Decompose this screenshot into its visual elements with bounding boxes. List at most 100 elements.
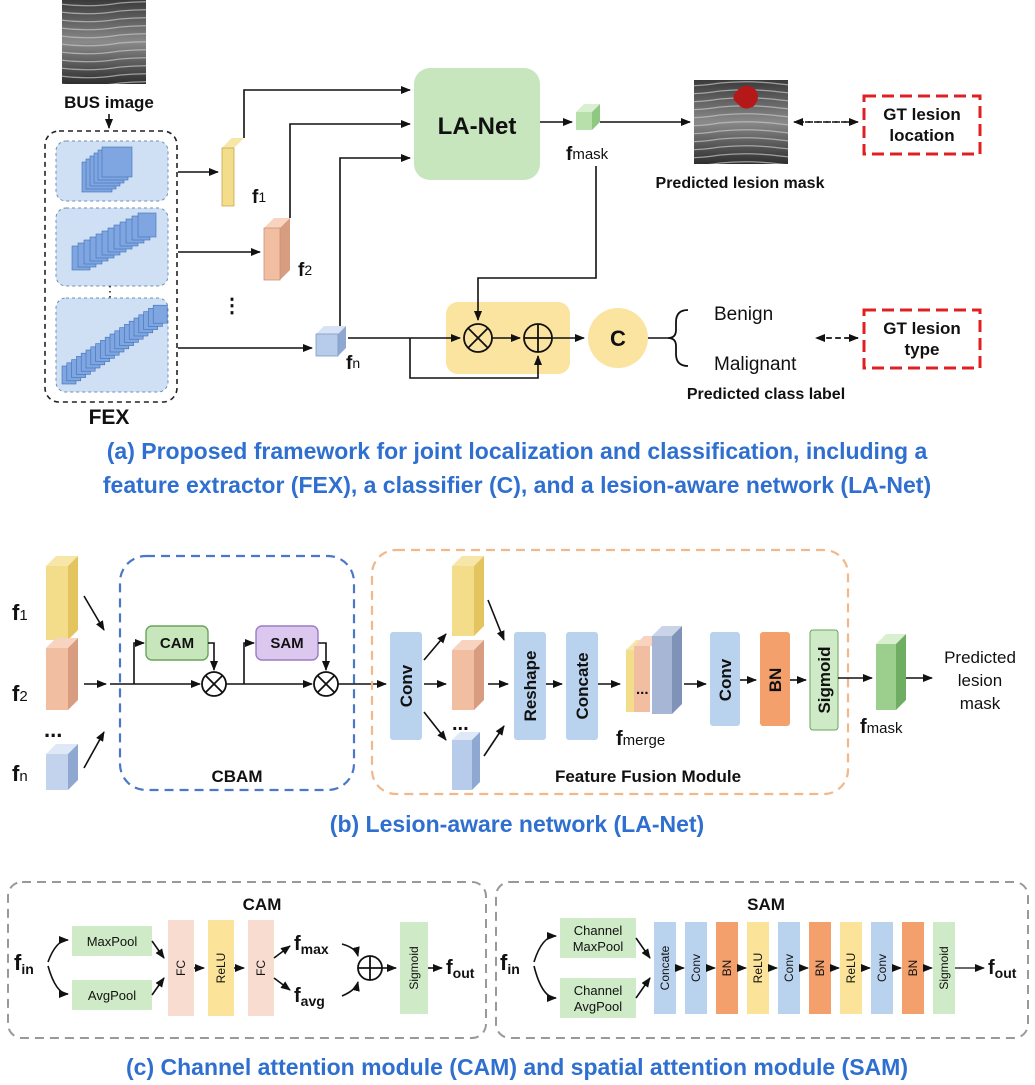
caption-a-line-2: feature extractor (FEX), a classifier (C… <box>103 472 931 498</box>
c-maxpool-label: MaxPool <box>87 934 138 949</box>
ffm-branch-ellipsis: ... <box>452 713 469 735</box>
c-sam-bn-2-label: BN <box>813 960 827 977</box>
b-f1-label: f1 <box>12 600 28 625</box>
ffm-bn <box>760 632 790 726</box>
cbam-label: CBAM <box>212 767 263 786</box>
ffm-branch-1 <box>452 556 484 636</box>
ffm-branch-2 <box>452 640 484 710</box>
gt-location-label-1: GT lesion <box>883 105 960 124</box>
predicted-class-label: Predicted class label <box>687 386 845 403</box>
b-fmask-label: fmask <box>860 716 903 738</box>
c-sam-bn-1 <box>716 922 738 1014</box>
c-sam-bn-2 <box>809 922 831 1014</box>
c-sigmoid <box>400 922 428 1014</box>
c-sam-concate-label: Concate <box>658 945 672 990</box>
fex-container <box>44 130 178 403</box>
ffm-concate <box>566 632 598 740</box>
fex-feature-stacks <box>61 146 168 385</box>
fex-label: FEX <box>89 406 130 429</box>
panel-b: f1 f2 fn ... CAM SAM CBAM <box>12 548 1016 837</box>
panel-a: BUS image ⋮ FEX f1 f2 fn ⋮ <box>44 0 982 498</box>
c-sam-conv-3 <box>871 922 893 1014</box>
c-sam-title: SAM <box>747 895 785 914</box>
c-channel-maxpool-label-1: Channel <box>574 923 623 938</box>
c-fout-label: fout <box>446 957 475 981</box>
c-channel-maxpool <box>560 918 636 958</box>
b-predicted-label-3: mask <box>960 694 1001 713</box>
c-avgpool-label: AvgPool <box>88 988 136 1003</box>
gt-location-label-2: location <box>889 126 954 145</box>
c-channel-avgpool-label-1: Channel <box>574 983 623 998</box>
cbam-container <box>118 554 356 792</box>
b-fmask-block <box>876 634 906 710</box>
fmask-label: fmask <box>566 144 609 165</box>
fmerge-stack <box>626 626 682 714</box>
predicted-mask-label: Predicted lesion mask <box>656 175 825 192</box>
c-fc-2 <box>248 920 274 1016</box>
c-maxpool <box>72 926 152 956</box>
c-fmax-label: fmax <box>294 933 329 957</box>
c-sigmoid-label: Sigmoid <box>407 946 421 989</box>
c-channel-avgpool <box>560 978 636 1018</box>
ffm-conv-1 <box>390 632 422 740</box>
c-sam-relu-1 <box>747 922 769 1014</box>
c-sam-conv-2-label: Conv <box>782 954 796 982</box>
fmerge-label: fmerge <box>616 728 665 750</box>
c-relu-label: ReLU <box>214 953 228 984</box>
c-sam-container <box>495 881 1029 1039</box>
b-predicted-label-1: Predicted <box>944 648 1016 667</box>
c-sam-sigmoid-label: Sigmoid <box>937 946 951 989</box>
fex-feature-map <box>152 304 168 324</box>
b-predicted-label-2: lesion <box>958 671 1002 690</box>
gt-type-label-1: GT lesion <box>883 319 960 338</box>
ffm-sigmoid <box>809 629 839 731</box>
c-sam-relu-1-label: ReLU <box>751 953 765 984</box>
b-f2-label: f2 <box>12 681 28 706</box>
fex-feature-map <box>101 146 133 178</box>
c-sam-bn-3 <box>902 922 924 1014</box>
caption-a-line-1: (a) Proposed framework for joint localiz… <box>107 438 928 464</box>
input-f1-block <box>46 556 78 640</box>
benign-label: Benign <box>714 304 773 325</box>
c-fc-1 <box>168 920 194 1016</box>
c-fc-2-label: FC <box>254 960 268 976</box>
c-relu <box>208 920 234 1016</box>
cbam-multiply-1-icon <box>201 671 227 697</box>
c-channel-maxpool-label-2: MaxPool <box>573 939 624 954</box>
c-add-icon <box>357 955 383 981</box>
c-cam-container <box>7 881 487 1039</box>
ffm-label: Feature Fusion Module <box>555 767 741 786</box>
lanet-label: LA-Net <box>438 113 517 140</box>
ffm-reshape-label: Reshape <box>521 651 540 722</box>
ffm-concate-label: Concate <box>573 652 592 719</box>
c-cam-title: CAM <box>243 895 282 914</box>
svg-text:⋮: ⋮ <box>103 283 117 299</box>
ffm-container <box>370 548 850 796</box>
c-fc-1-label: FC <box>174 960 188 976</box>
c-fout2-label: fout <box>988 957 1017 981</box>
c-fin-label: fin <box>14 950 34 977</box>
c-sam-conv-1 <box>685 922 707 1014</box>
c-fin2-label: fin <box>500 950 520 977</box>
bus-image-thumbnail <box>62 0 146 84</box>
input-f2-block <box>46 638 78 710</box>
c-sam-sigmoid <box>933 922 955 1014</box>
fn-label: fn <box>346 353 360 374</box>
add-op-icon <box>523 323 553 353</box>
ffm-branch-n <box>452 732 480 790</box>
brace-icon <box>667 309 689 367</box>
fex-feature-map <box>137 212 157 238</box>
ffm-sigmoid-label: Sigmoid <box>815 646 834 713</box>
gt-type-label-2: type <box>905 340 940 359</box>
f2-label: f2 <box>298 260 312 281</box>
ffm-bn-label: BN <box>766 668 785 693</box>
ffm-conv-2-label: Conv <box>716 658 735 701</box>
c-sam-relu-2 <box>840 922 862 1014</box>
c-favg-label: favg <box>294 985 325 1009</box>
b-input-ellipsis: ... <box>44 717 62 742</box>
fmerge-ellipsis: ... <box>636 681 649 698</box>
ffm-conv-2 <box>710 632 740 726</box>
bus-image-label: BUS image <box>64 93 154 112</box>
c-sam-conv-3-label: Conv <box>875 954 889 982</box>
classifier-node <box>588 308 648 368</box>
